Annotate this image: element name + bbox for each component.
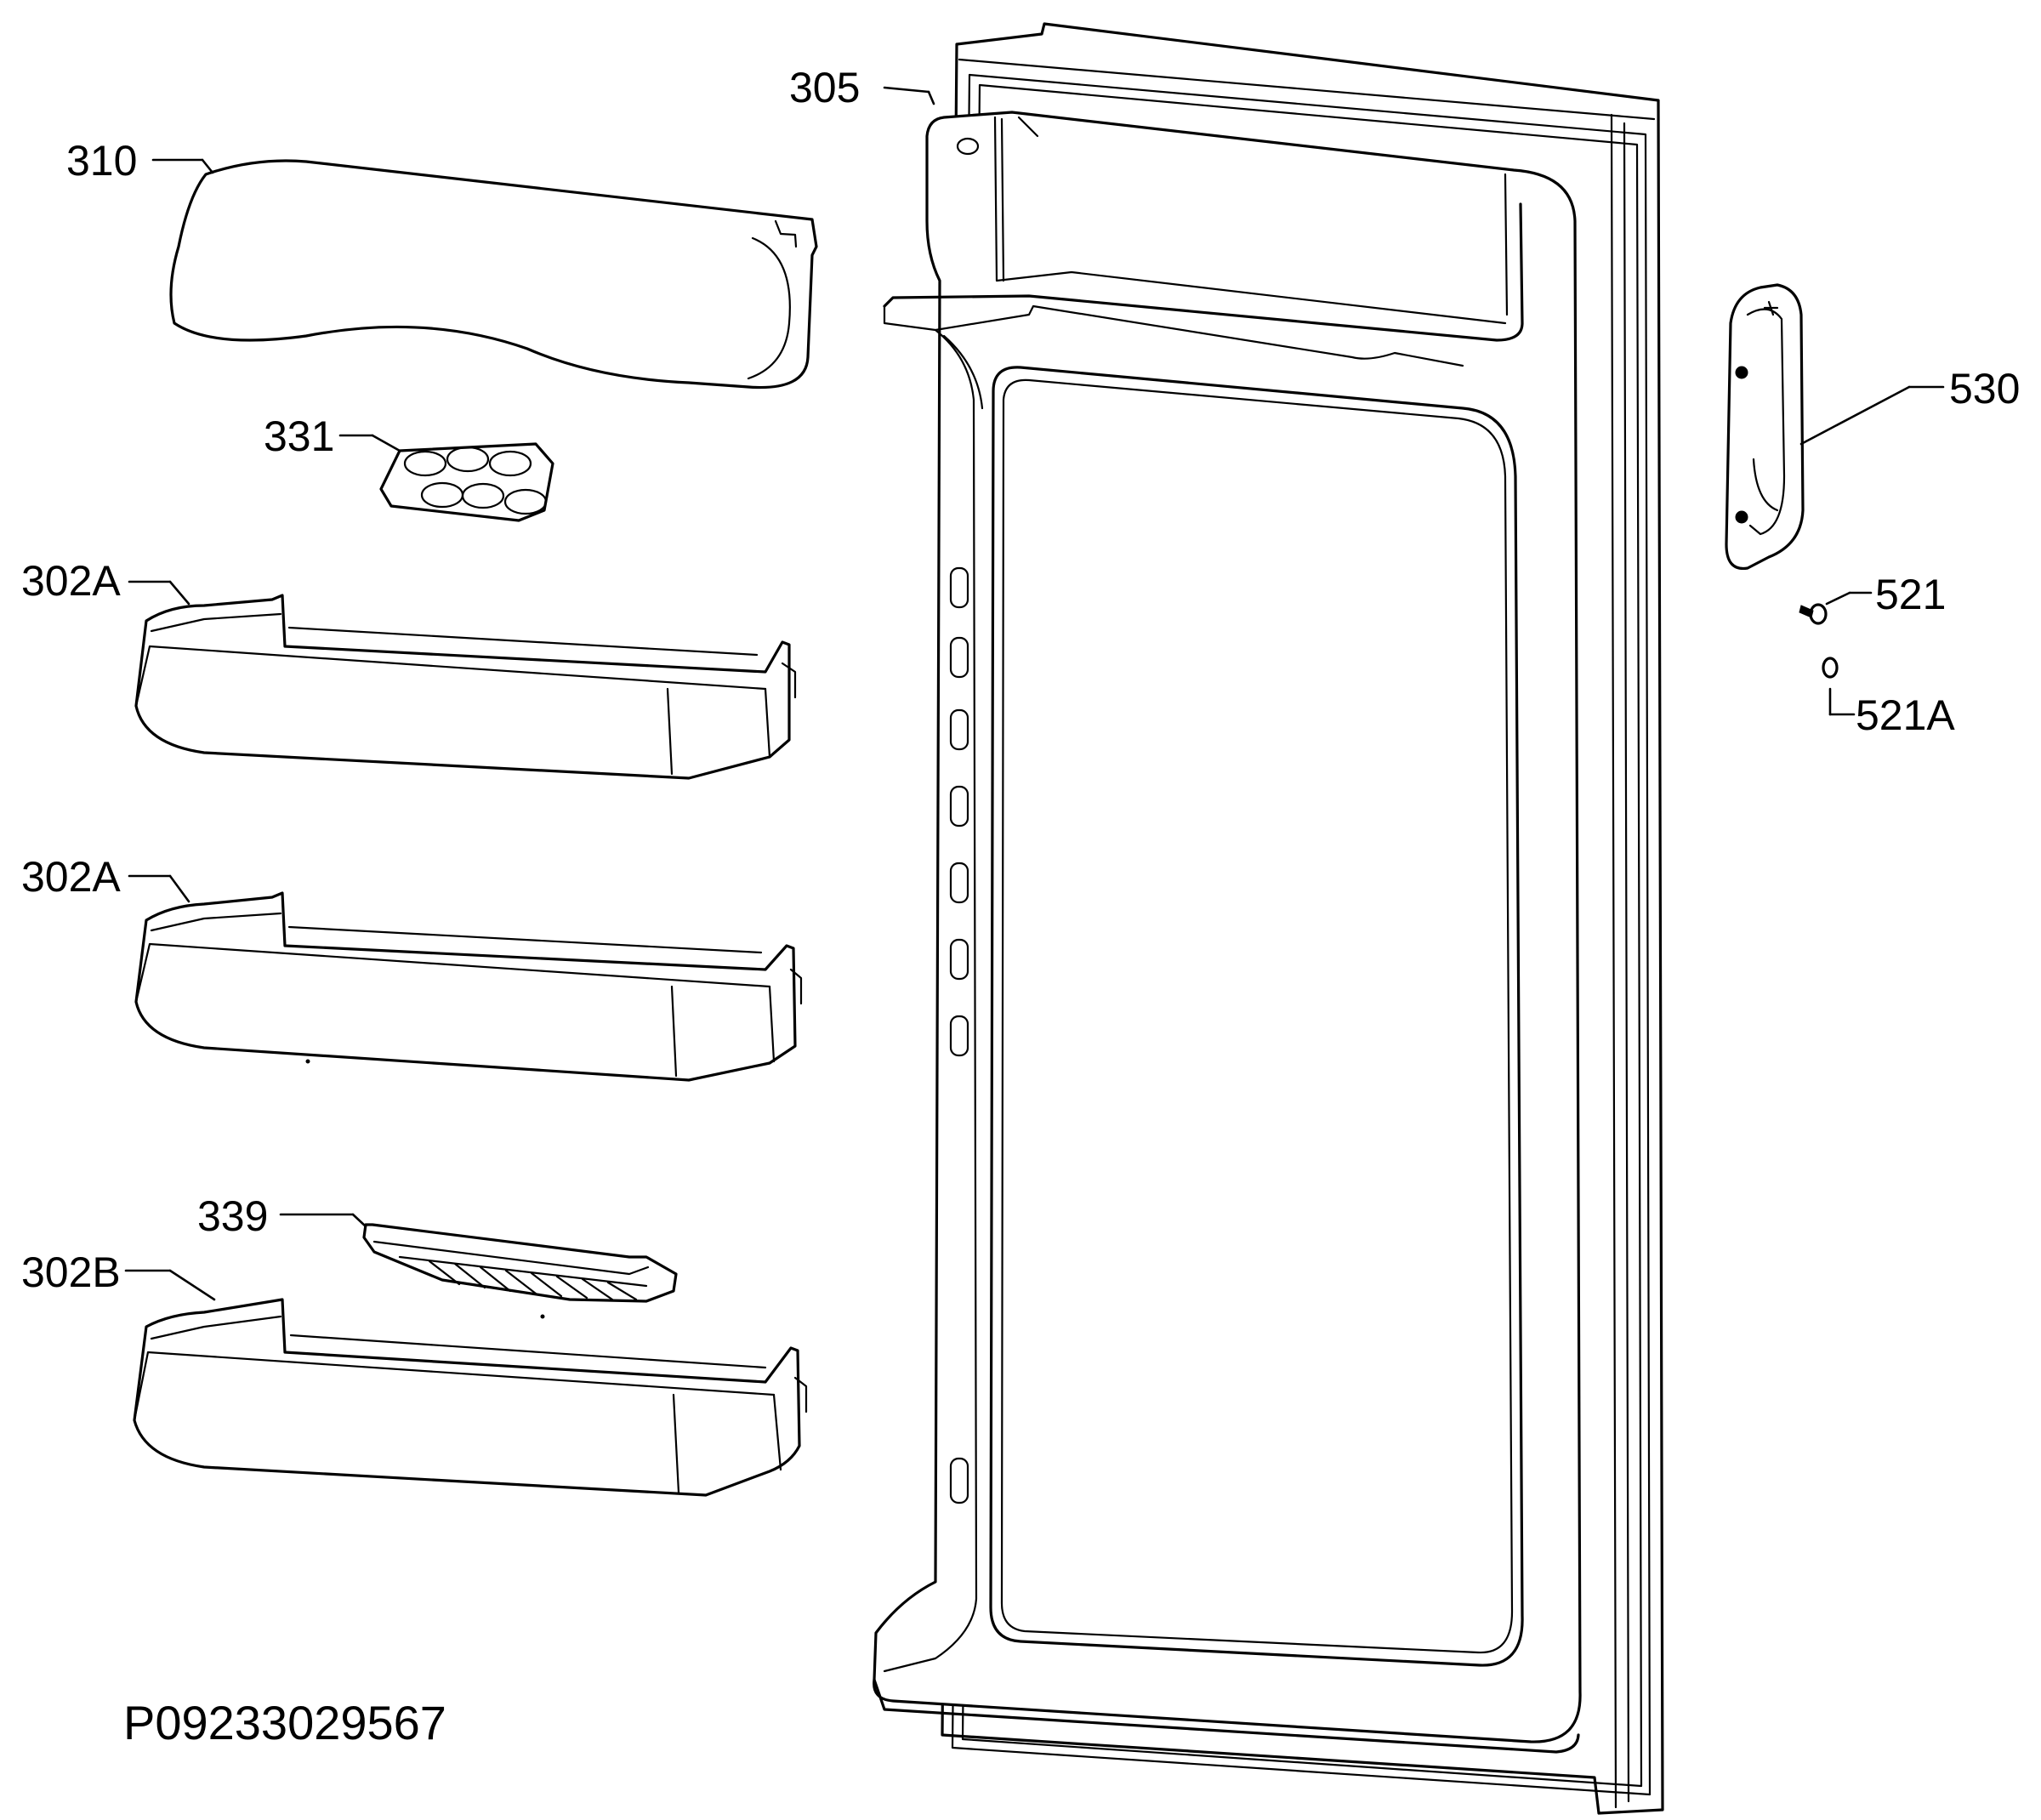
label-521: 521 xyxy=(1875,571,1946,618)
label-305: 305 xyxy=(789,64,860,111)
scan-dot xyxy=(305,1059,310,1064)
door-handle-530: 530 xyxy=(1725,283,2020,571)
egg-tray-331: 331 xyxy=(264,412,554,522)
bottle-retainer-339: 339 xyxy=(197,1192,678,1303)
label-302A-top: 302A xyxy=(21,557,121,605)
label-339: 339 xyxy=(197,1192,268,1240)
drawing-code: P09233029567 xyxy=(123,1696,446,1749)
label-530: 530 xyxy=(1949,365,2020,412)
label-521A: 521A xyxy=(1856,691,1955,739)
label-310: 310 xyxy=(66,137,137,185)
screw-521: 521 xyxy=(1799,571,1946,625)
scan-dot xyxy=(540,1314,545,1319)
label-302B: 302B xyxy=(21,1248,121,1296)
door-balcony-302A-top: 302A xyxy=(21,557,797,780)
door-balcony-302B-bottom: 302B xyxy=(21,1248,808,1497)
washer-521A: 521A xyxy=(1822,657,1955,739)
shelf-cover-310: 310 xyxy=(66,137,818,390)
door-balcony-302A-middle: 302A xyxy=(21,853,803,1082)
door-assembly-305: 305 xyxy=(789,22,1664,1815)
label-331: 331 xyxy=(264,412,334,460)
label-302A-middle: 302A xyxy=(21,853,121,901)
